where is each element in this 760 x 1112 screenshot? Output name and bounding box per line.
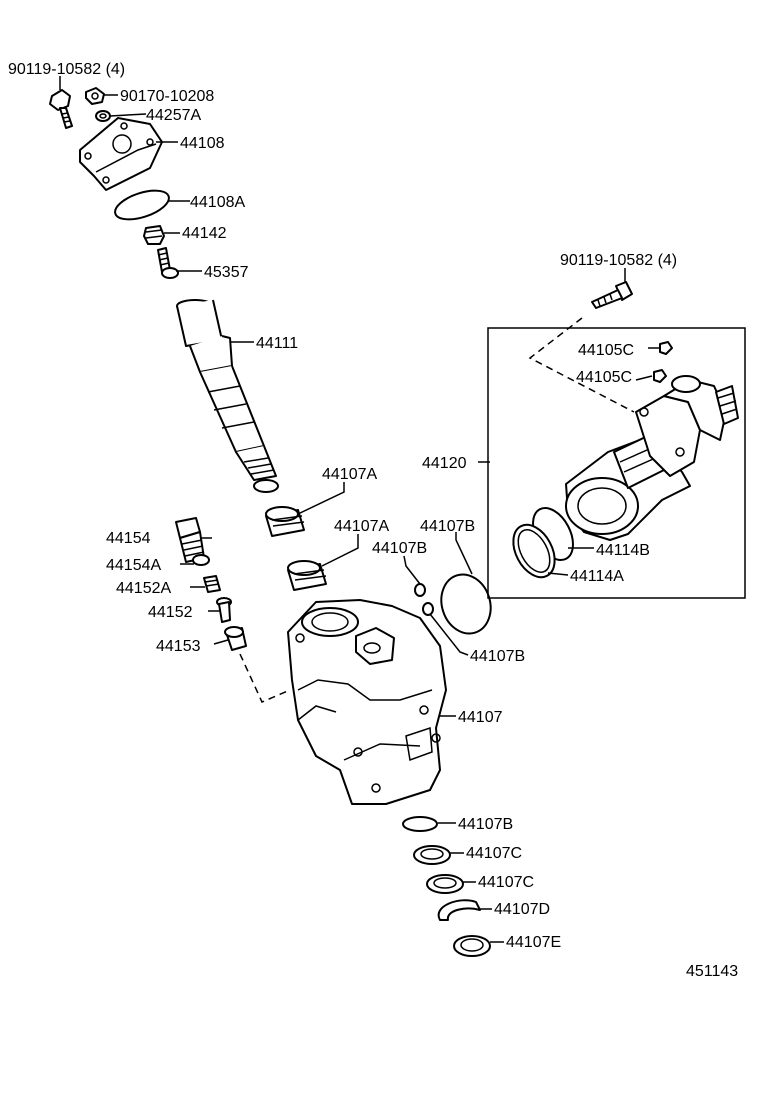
nut-44105C-2-part <box>653 369 667 383</box>
valve-body-44120-part <box>565 375 739 541</box>
oring-44107B-large-part <box>440 573 492 635</box>
spring-44152A-part <box>203 575 221 593</box>
label-44114A: 44114A <box>570 568 624 585</box>
leader-lines <box>59 76 660 943</box>
snap-ring-44107D-part <box>437 899 481 921</box>
label-bolt-right: 90119-10582 (4) <box>560 252 677 269</box>
label-44107E: 44107E <box>506 934 561 951</box>
label-44107B-top: 44107B <box>420 518 475 535</box>
label-44107D: 44107D <box>494 901 550 918</box>
label-44120: 44120 <box>422 455 467 472</box>
label-44152: 44152 <box>148 604 193 621</box>
nut-44105C-1-part <box>659 341 673 355</box>
label-44107A-lower: 44107A <box>334 518 389 535</box>
shaft-44111-part <box>176 299 279 493</box>
oring-44107B-bottom-part <box>402 816 438 832</box>
label-44107B-mid: 44107B <box>372 540 427 557</box>
label-44105C-1: 44105C <box>578 342 634 359</box>
assembly-44120-frame <box>487 327 746 599</box>
guide-line-bolt-right <box>528 317 635 413</box>
bearing-44107A-upper-part <box>265 506 305 537</box>
label-44107: 44107 <box>458 709 503 726</box>
label-44108A: 44108A <box>190 194 245 211</box>
cover-44108-part <box>79 117 163 191</box>
label-44114B: 44114B <box>596 542 650 559</box>
housing-44107-part <box>287 599 447 805</box>
bolt-90119-right-part <box>591 281 633 309</box>
bearing-44107A-lower-part <box>287 560 327 591</box>
oring-44154A-part <box>192 554 210 566</box>
label-44257A: 44257A <box>146 107 201 124</box>
seal-44107C-2-part <box>426 874 464 894</box>
washer-44257A-part <box>95 110 111 122</box>
ring-44114A-part <box>512 523 556 579</box>
seal-44107E-part <box>453 935 491 957</box>
label-44107B-right: 44107B <box>470 648 525 665</box>
label-44154A: 44154A <box>106 557 161 574</box>
label-44142: 44142 <box>182 225 227 242</box>
nut-90170-part <box>85 87 105 105</box>
nut-44142-part <box>143 225 165 245</box>
label-44154: 44154 <box>106 530 151 547</box>
label-44108: 44108 <box>180 135 225 152</box>
oring-44107B-small-1-part <box>414 583 426 597</box>
label-44152A: 44152A <box>116 580 171 597</box>
label-44153: 44153 <box>156 638 201 655</box>
cap-44153-part <box>224 626 247 651</box>
guide-line-44153 <box>239 653 291 703</box>
label-44111: 44111 <box>256 335 298 352</box>
bolt-90119-part <box>49 89 73 129</box>
diagram-code: 451143 <box>686 963 738 980</box>
label-45357: 45357 <box>204 264 249 281</box>
oring-44107B-small-2-part <box>422 602 434 616</box>
label-bolt-top: 90119-10582 (4) <box>8 61 125 78</box>
oring-44108A-part <box>114 189 170 221</box>
label-44107C-2: 44107C <box>478 874 534 891</box>
seal-44107C-1-part <box>413 845 451 865</box>
label-44107A-upper: 44107A <box>322 466 377 483</box>
label-nut: 90170-10208 <box>120 88 214 105</box>
label-44107C-1: 44107C <box>466 845 522 862</box>
label-44107B-bottom: 44107B <box>458 816 513 833</box>
pin-44152-part <box>216 597 232 623</box>
label-44105C-2: 44105C <box>576 369 632 386</box>
screw-45357-part <box>157 247 179 279</box>
